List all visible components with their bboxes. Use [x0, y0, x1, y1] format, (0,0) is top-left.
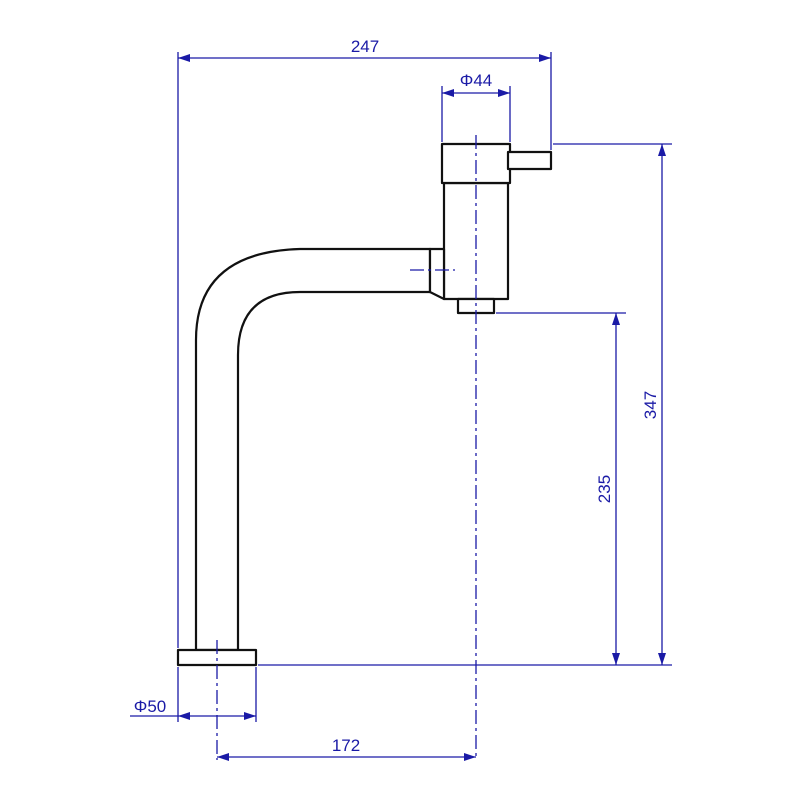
center-lines — [216, 135, 477, 760]
lever-handle — [506, 150, 553, 171]
handle-diameter-label: Φ44 — [460, 71, 492, 90]
dim-overall-height: 347 — [258, 143, 672, 666]
dim-spout-reach: 172 — [217, 736, 476, 761]
arm-to-body-collar — [428, 247, 446, 301]
overall-height-label: 347 — [641, 391, 660, 419]
dim-base-diameter: Φ50 — [130, 667, 257, 722]
dim-handle-diameter: Φ44 — [441, 71, 511, 142]
overall-width-label: 247 — [351, 37, 379, 56]
dim-overall-width: 247 — [177, 37, 552, 648]
spout-arm — [194, 247, 432, 652]
spout-reach-label: 172 — [332, 736, 360, 755]
faucet-body — [176, 142, 553, 667]
base-diameter-label: Φ50 — [134, 697, 166, 716]
dim-spout-height: 235 — [496, 312, 626, 665]
spout-height-label: 235 — [595, 475, 614, 503]
